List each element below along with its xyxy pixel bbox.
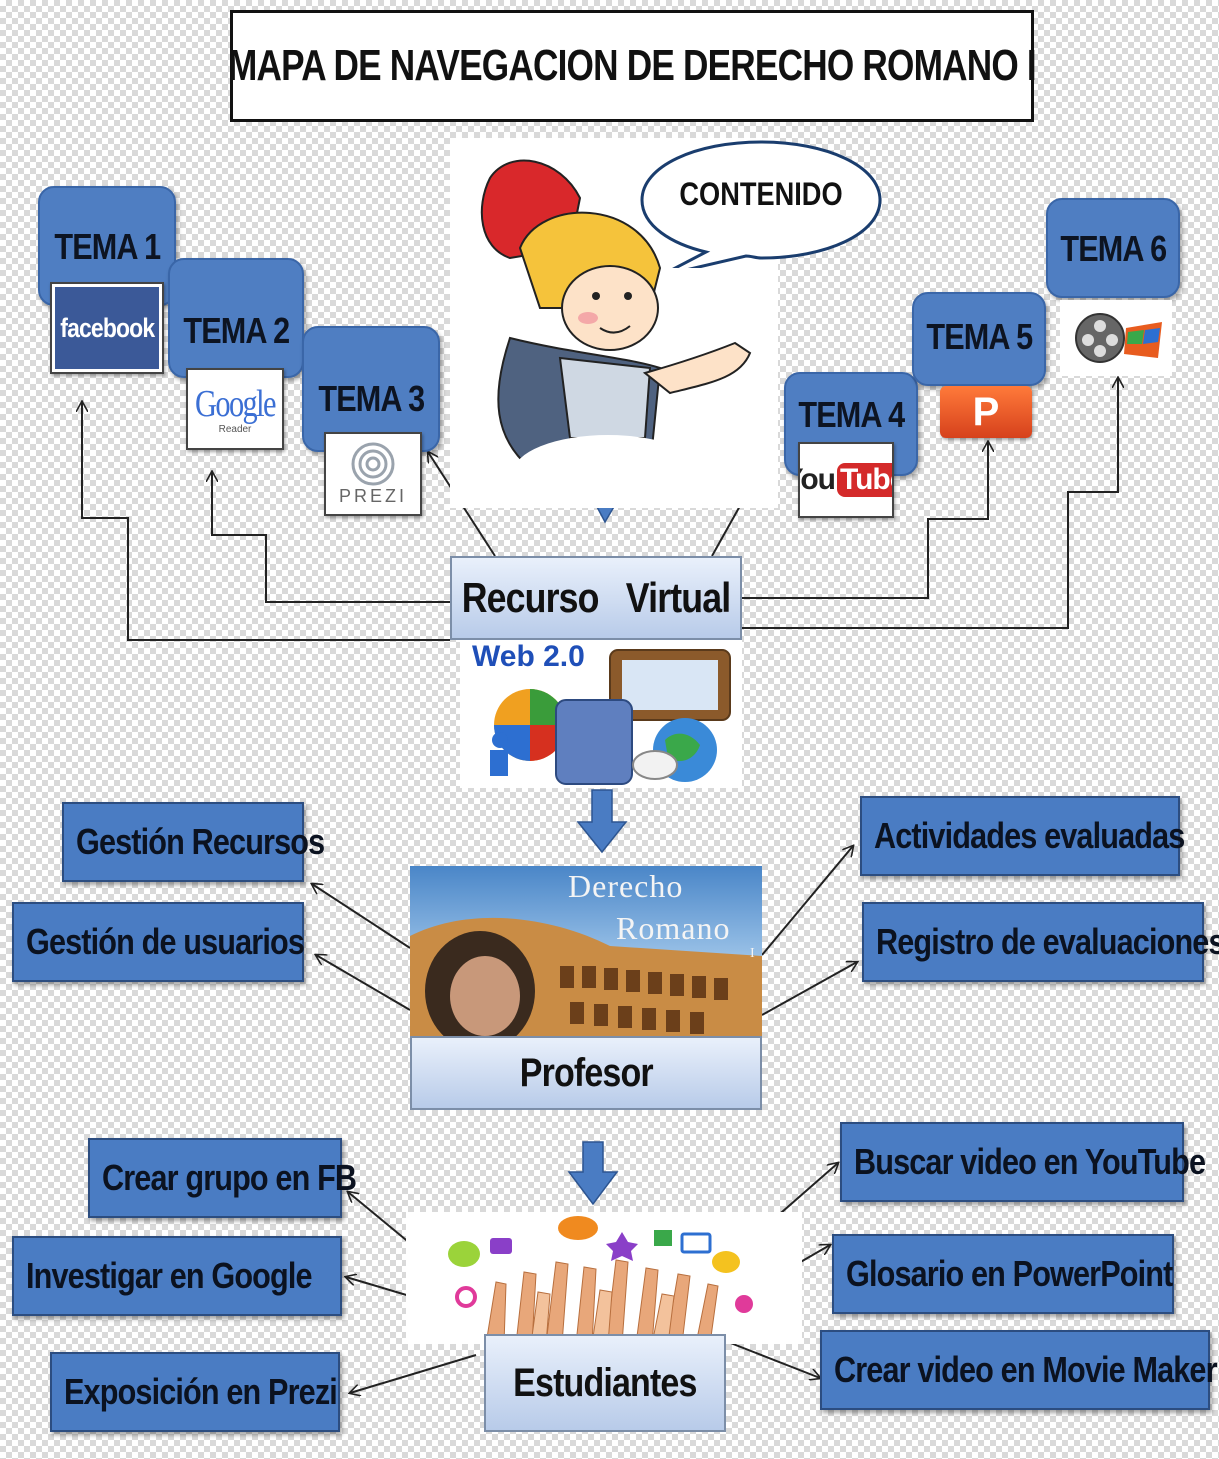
crear-grupo-fb-box[interactable]: Crear grupo en FB	[88, 1138, 357, 1218]
line-tema5	[742, 442, 988, 599]
gestion-usuarios-box[interactable]: Gestión de usuarios	[12, 902, 305, 982]
line-exposicion	[350, 1354, 477, 1393]
crear-video-movie-maker-box[interactable]: Crear video en Movie Maker	[820, 1330, 1218, 1410]
buscar-video-youtube-box[interactable]: Buscar video en YouTube	[840, 1122, 1206, 1202]
photo-title-derecho: Derecho	[568, 868, 684, 904]
roman-character-illustration	[480, 159, 752, 511]
tema-3-label: TEMA 3	[318, 378, 425, 419]
crear-video-movie-maker-label: Crear video en Movie Maker	[834, 1349, 1218, 1390]
line-gestion-usuarios	[316, 955, 411, 1011]
google-logo-text: Google	[195, 382, 276, 425]
estudiantes-box[interactable]: Estudiantes	[484, 1334, 726, 1432]
line-actividades	[761, 846, 853, 956]
youtube-logo-you: You	[800, 463, 836, 496]
down-arrow-web	[576, 789, 628, 854]
estudiantes-label: Estudiantes	[513, 1360, 697, 1405]
prezi-swirl-icon	[351, 442, 395, 485]
profesor-label: Profesor	[519, 1050, 653, 1095]
exposicion-prezi-label: Exposición en Prezi	[64, 1371, 338, 1412]
google-logo-sub: Reader	[218, 423, 252, 435]
powerpoint-logo-text: P	[972, 389, 1000, 434]
investigar-google-box[interactable]: Investigar en Google	[12, 1236, 342, 1316]
exposicion-prezi-box[interactable]: Exposición en Prezi	[50, 1352, 340, 1432]
gestion-usuarios-label: Gestión de usuarios	[26, 921, 305, 962]
facebook-logo-text: facebook	[60, 312, 155, 343]
crear-grupo-fb-label: Crear grupo en FB	[102, 1157, 357, 1198]
tema-2-box[interactable]: TEMA 2	[168, 258, 304, 378]
prezi-logo: PREZI	[324, 432, 422, 516]
title-frame	[230, 10, 1034, 122]
colosseum-image	[410, 917, 762, 1036]
youtube-logo: You Tube	[798, 442, 894, 518]
tema-5-box[interactable]: TEMA 5	[912, 292, 1046, 386]
bubble-text: CONTENIDO	[679, 176, 843, 212]
photo-title-i: I	[750, 946, 755, 961]
powerpoint-logo: P	[940, 386, 1032, 438]
google-reader-logo: Google Reader	[186, 368, 284, 450]
web20-illustration: Web 2.0	[460, 640, 742, 788]
line-tema6	[742, 378, 1118, 629]
movie-maker-icon	[1060, 300, 1172, 376]
gestion-recursos-label: Gestión Recursos	[76, 821, 325, 862]
photo-title-romano: Romano	[616, 910, 731, 946]
line-movie	[727, 1341, 820, 1378]
tema-5-label: TEMA 5	[926, 316, 1033, 357]
tema-6-label: TEMA 6	[1060, 228, 1167, 269]
profesor-box[interactable]: Profesor	[410, 1036, 762, 1110]
web20-text: Web 2.0	[472, 640, 585, 673]
buscar-video-youtube-label: Buscar video en YouTube	[854, 1141, 1206, 1182]
recurso-virtual-label: Recurso Virtual	[461, 574, 731, 621]
facebook-logo: facebook	[50, 282, 164, 374]
page-title: MAPA DE NAVEGACION DE DERECHO ROMANO I	[228, 41, 1037, 90]
down-arrow-profesor	[567, 1141, 619, 1206]
speech-bubble-shape	[640, 140, 882, 268]
gestion-recursos-box[interactable]: Gestión Recursos	[62, 802, 325, 882]
film-reel-icon	[1075, 313, 1162, 363]
glosario-powerpoint-label: Glosario en PowerPoint	[846, 1253, 1173, 1294]
glosario-powerpoint-box[interactable]: Glosario en PowerPoint	[832, 1234, 1174, 1314]
tema-1-label: TEMA 1	[54, 226, 161, 267]
title-wrap: MAPA DE NAVEGACION DE DERECHO ROMANO I	[228, 10, 1037, 122]
students-hands-illustration	[406, 1212, 802, 1344]
tema-2-label: TEMA 2	[183, 310, 290, 351]
character-panel	[450, 138, 778, 511]
web20-clipart	[490, 649, 731, 785]
tema-3-box[interactable]: TEMA 3	[302, 326, 440, 452]
line-registro	[761, 962, 857, 1016]
derecho-romano-photo: Derecho Romano I	[410, 866, 762, 1036]
actividades-evaluadas-box[interactable]: Actividades evaluadas	[860, 796, 1185, 876]
youtube-logo-tube: Tube	[837, 463, 892, 497]
actividades-evaluadas-label: Actividades evaluadas	[874, 815, 1185, 856]
social-hands-clipart	[448, 1216, 753, 1344]
registro-evaluaciones-box[interactable]: Registro de evaluaciones	[862, 902, 1219, 982]
prezi-logo-text: PREZI	[338, 485, 407, 506]
investigar-google-label: Investigar en Google	[26, 1255, 313, 1296]
speech-bubble: CONTENIDO	[636, 138, 886, 268]
line-tema1	[82, 402, 450, 641]
tema-6-box[interactable]: TEMA 6	[1046, 198, 1180, 298]
line-gestion-recursos	[312, 884, 411, 949]
tema-4-label: TEMA 4	[798, 394, 905, 435]
line-tema2	[212, 472, 450, 603]
registro-evaluaciones-label: Registro de evaluaciones	[876, 921, 1219, 962]
recurso-virtual-box[interactable]: Recurso Virtual	[450, 556, 742, 640]
